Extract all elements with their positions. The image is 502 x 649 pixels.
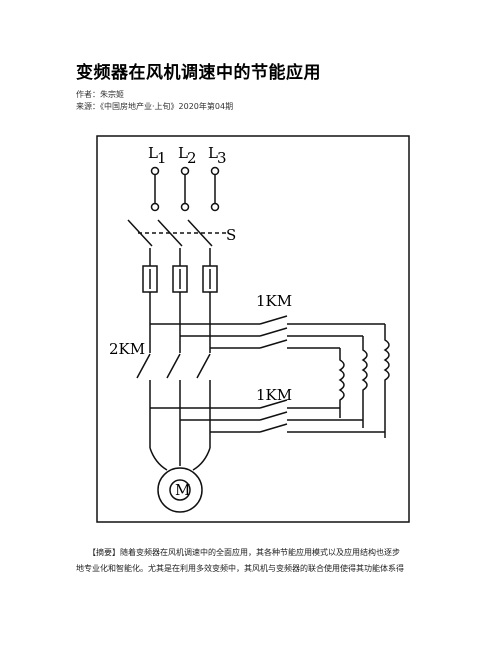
switch-blade-3	[187, 219, 213, 247]
label-switch-s: S	[226, 226, 236, 244]
winding-2	[361, 336, 368, 428]
author-label: 作者：	[76, 90, 100, 99]
label-1km-bottom: 1KM	[256, 386, 292, 404]
abstract-line-1: 【摘要】随着变频器在风机调速中的全面应用，其各种节能应用模式以及应用结构也逐步	[76, 545, 436, 561]
terminal-l2	[180, 166, 190, 176]
2km-contact-2	[166, 353, 181, 379]
terminal-l1	[150, 166, 160, 176]
label-phase1: L	[148, 144, 158, 162]
source-value: 《中国房地产业·上旬》2020年第04期	[100, 102, 234, 111]
label-phase3: L	[208, 144, 218, 162]
label-phase3-sub: 3	[217, 149, 227, 167]
upper-1km-contact-1	[259, 315, 288, 325]
label-phase1-sub: 1	[157, 149, 167, 167]
abstract: 【摘要】随着变频器在风机调速中的全面应用，其各种节能应用模式以及应用结构也逐步 …	[76, 545, 436, 577]
circuit-diagram: L 1 L 2 L 3 S 1KM 2KM 1KM M	[95, 128, 413, 524]
lower-1km-contact-1	[259, 399, 288, 409]
diagram-frame	[96, 135, 410, 523]
motor-symbol-ring	[169, 479, 191, 501]
abstract-line-2: 地专业化和智能化。尤其是在利用多效变频中，其风机与变频器的联合使用使得其功能体系…	[76, 564, 404, 573]
abstract-tag: 【摘要】	[88, 548, 120, 557]
article-source: 来源：《中国房地产业·上旬》2020年第04期	[76, 101, 233, 112]
upper-1km-contact-2	[259, 327, 288, 337]
motor-circle	[157, 467, 203, 513]
lower-1km-contact-2	[259, 411, 288, 421]
2km-contact-1	[136, 353, 151, 379]
label-phase2-sub: 2	[187, 149, 197, 167]
author-name: 朱宗姬	[100, 90, 124, 99]
article-title: 变频器在风机调速中的节能应用	[76, 63, 321, 83]
2km-contact-3	[196, 353, 211, 379]
article-author: 作者：朱宗姬	[76, 89, 124, 100]
winding-3	[383, 324, 390, 438]
winding-1	[338, 348, 345, 418]
terminal-l3	[210, 166, 220, 176]
circuit-diagram-svg: L 1 L 2 L 3 S 1KM 2KM 1KM M	[96, 135, 410, 523]
label-motor: M	[175, 481, 190, 499]
abstract-text-1: 随着变频器在风机调速中的全面应用，其各种节能应用模式以及应用结构也逐步	[120, 548, 400, 557]
label-2km: 2KM	[109, 340, 145, 358]
source-label: 来源：	[76, 102, 100, 111]
lower-1km-contact-3	[259, 423, 288, 433]
upper-1km-contact-3	[259, 339, 288, 349]
label-phase2: L	[178, 144, 188, 162]
label-1km-top: 1KM	[256, 292, 292, 310]
